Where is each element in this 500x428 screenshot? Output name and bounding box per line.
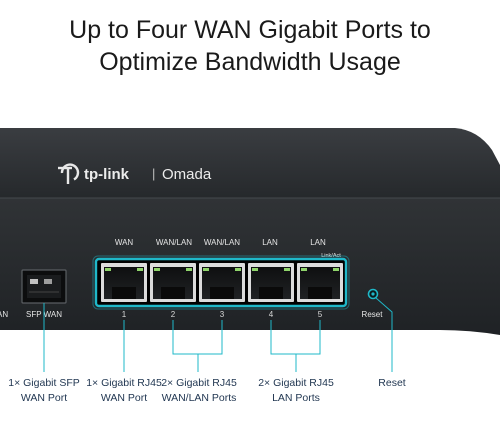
callout-lan-line1: 2× Gigabit RJ45 xyxy=(258,377,334,389)
port-label-wan-lan-2: WAN/LAN xyxy=(156,238,192,247)
callout-reset-line1: Reset xyxy=(378,377,406,389)
callout-sfp-line1: 1× Gigabit SFP xyxy=(8,377,80,389)
headline: Up to Four WAN Gigabit Ports to Optimize… xyxy=(0,14,500,78)
callout-rj45-wan-line1: 1× Gigabit RJ45 xyxy=(86,377,162,389)
port-number-2: 2 xyxy=(171,310,176,319)
link-act-label: Link/Act xyxy=(321,253,341,259)
port-label-wan-lan-3: WAN/LAN xyxy=(204,238,240,247)
port-number-3: 3 xyxy=(220,310,225,319)
port-number-5: 5 xyxy=(318,310,323,319)
port-label-lan-4: LAN xyxy=(262,238,278,247)
rj45-port-2[interactable] xyxy=(150,263,196,302)
rj45-port-4[interactable] xyxy=(248,263,294,302)
logo-divider: | xyxy=(152,166,155,181)
rj45-port-5[interactable] xyxy=(297,263,343,302)
callout-reset: Reset xyxy=(362,376,422,391)
callout-sfp-line2: WAN Port xyxy=(20,392,68,404)
headline-line-2: Optimize Bandwidth Usage xyxy=(99,48,401,76)
callout-sfp-wan-port: 1× Gigabit SFP WAN Port xyxy=(0,376,88,406)
headline-line-1: Up to Four WAN Gigabit Ports to xyxy=(69,16,431,44)
callout-leader-lines xyxy=(43,297,393,372)
port-number-1: 1 xyxy=(122,310,127,319)
left-edge-label: AN xyxy=(0,310,8,319)
chassis-top xyxy=(0,128,500,200)
tp-link-logo-mark xyxy=(58,163,80,184)
callout-lan-ports: 2× Gigabit RJ45 LAN Ports xyxy=(251,376,341,406)
reset-button[interactable] xyxy=(367,288,379,300)
rj45-port-1[interactable] xyxy=(101,263,147,302)
tp-link-logo: tp-link | Omada xyxy=(58,163,212,184)
callout-wan-lan-line1: 2× Gigabit RJ45 xyxy=(161,377,237,389)
logo-product: Omada xyxy=(162,166,212,183)
reset-label: Reset xyxy=(362,310,384,319)
callout-wan-lan-line2: WAN/LAN Ports xyxy=(161,392,237,404)
port-label-wan: WAN xyxy=(115,238,134,247)
rj45-port-3[interactable] xyxy=(199,263,245,302)
callout-wan-lan-ports: 2× Gigabit RJ45 WAN/LAN Ports xyxy=(154,376,244,406)
callout-rj45-wan-line2: WAN Port xyxy=(100,392,148,404)
callout-lan-line2: LAN Ports xyxy=(272,392,320,404)
port-label-lan-5: LAN xyxy=(310,238,326,247)
callout-rj45-wan-port: 1× Gigabit RJ45 WAN Port xyxy=(80,376,168,406)
logo-brand: tp-link xyxy=(84,166,130,183)
port-number-4: 4 xyxy=(269,310,274,319)
sfp-port[interactable] xyxy=(21,269,67,304)
